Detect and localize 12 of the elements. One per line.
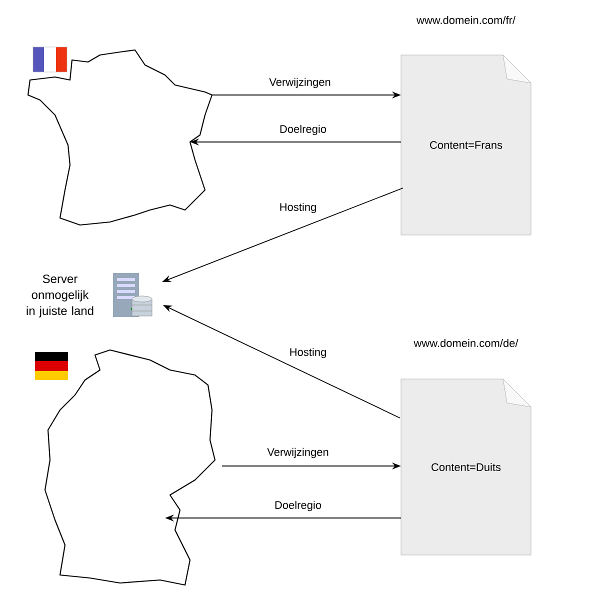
edge-label: Doelregio [278, 124, 328, 136]
server-caption: Server onmogelijk in juiste land [26, 274, 94, 318]
url-text: www.domein.com/fr/ [416, 16, 516, 24]
url-text: www.domein.com/de/ [414, 338, 518, 348]
edge-label: Doelregio [273, 500, 323, 512]
edge-label: Hosting [288, 346, 328, 360]
map-drawing [44, 349, 216, 586]
server-icon [113, 273, 152, 317]
map-drawing [27, 49, 213, 226]
edge-label: Hosting [278, 202, 318, 214]
edge-label: Verwijzingen [268, 76, 332, 90]
edge-label: Verwijzingen [266, 446, 330, 460]
